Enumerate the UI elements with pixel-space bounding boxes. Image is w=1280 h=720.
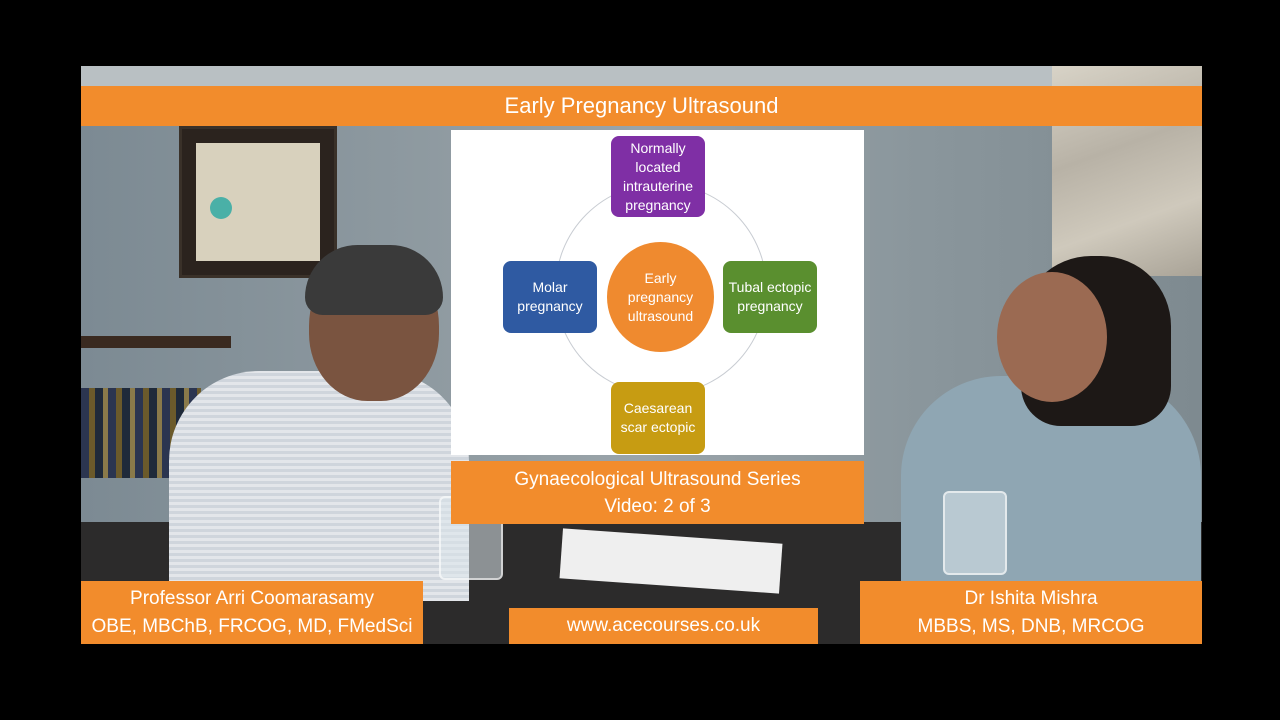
presenter-left-name: Professor Arri Coomarasamy [130, 588, 374, 609]
presenter-left-caption: Professor Arri Coomarasamy OBE, MBChB, F… [81, 581, 423, 644]
website-caption: www.acecourses.co.uk [509, 608, 818, 644]
presenter-right-caption: Dr Ishita Mishra MBBS, MS, DNB, MRCOG [860, 581, 1202, 644]
presenter-right-name: Dr Ishita Mishra [964, 588, 1098, 609]
presenter-left-figure [169, 245, 469, 601]
shelf [81, 336, 231, 348]
video-title: Early Pregnancy Ultrasound [81, 86, 1202, 126]
framed-certificate [179, 126, 337, 278]
series-name: Gynaecological Ultrasound Series [514, 469, 801, 490]
video-number: Video: 2 of 3 [604, 496, 711, 517]
series-caption: Gynaecological Ultrasound Series Video: … [451, 461, 864, 524]
presenter-left-credentials: OBE, MBChB, FRCOG, MD, FMedSci [91, 616, 413, 637]
ceiling [81, 66, 1202, 88]
water-glass-right [943, 491, 1007, 575]
presenter-right-credentials: MBBS, MS, DNB, MRCOG [917, 616, 1145, 637]
